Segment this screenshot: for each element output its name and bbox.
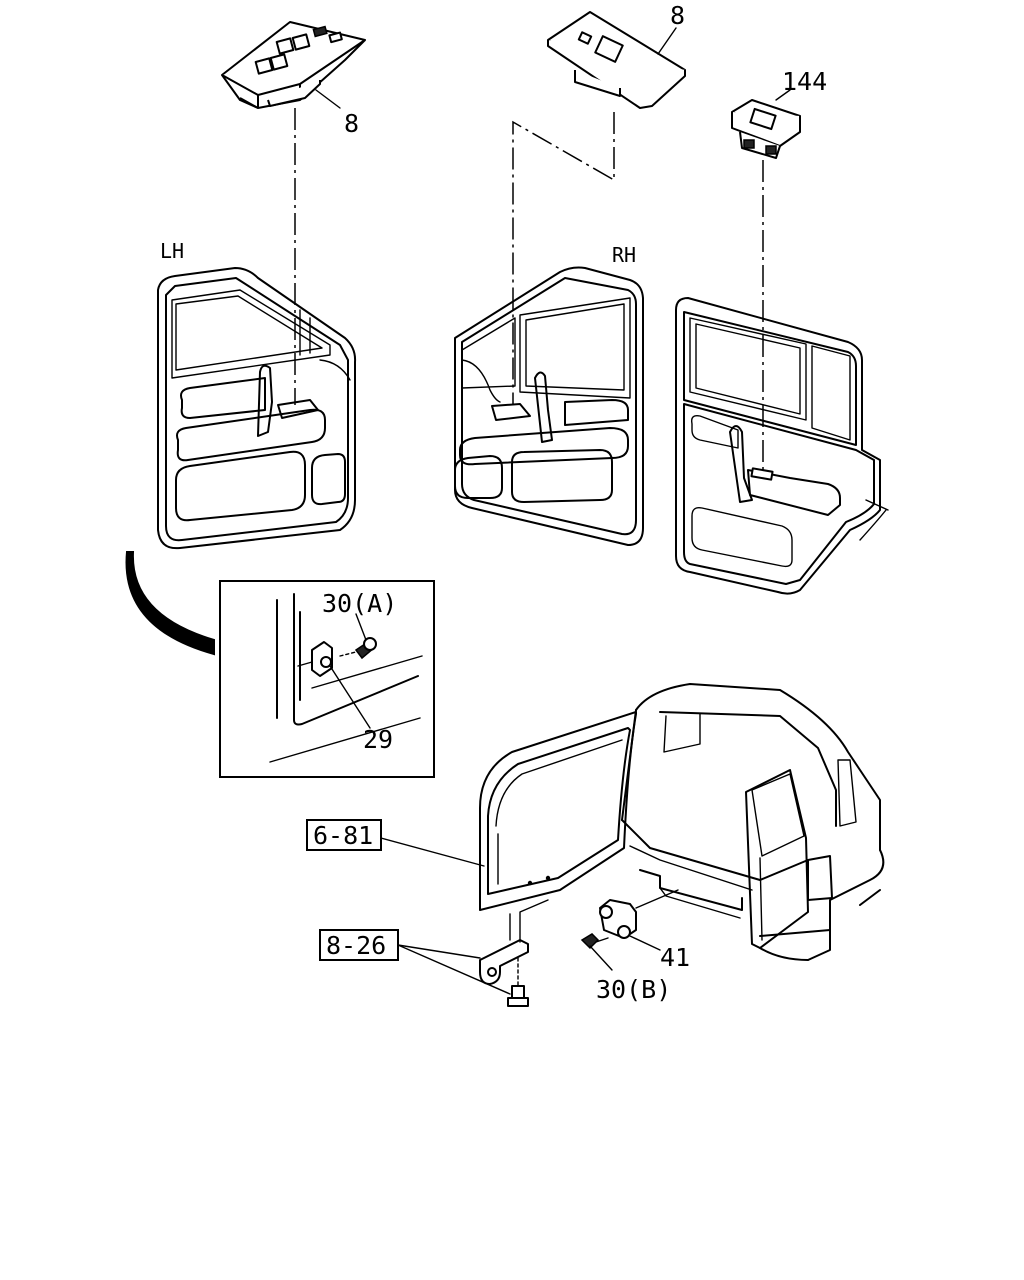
ref-8-26[interactable]: 8-26 bbox=[326, 931, 386, 960]
hinge-bracket bbox=[479, 899, 549, 985]
leader-8-26-bolt bbox=[397, 944, 511, 995]
callout-8-left: 8 bbox=[344, 109, 359, 138]
leader-8-26-bracket bbox=[397, 944, 481, 959]
rh-label: RH bbox=[612, 243, 636, 267]
callout-30a: 30(A) bbox=[322, 589, 397, 618]
callout-144: 144 bbox=[782, 67, 827, 96]
vehicle-rear-open-door bbox=[479, 683, 885, 961]
leader-41 bbox=[629, 935, 661, 951]
leader-6-81 bbox=[380, 837, 485, 867]
rear-door-trim bbox=[675, 297, 889, 595]
door-striker bbox=[599, 889, 679, 939]
leader-29 bbox=[329, 665, 371, 729]
lh-label: LH bbox=[160, 239, 184, 263]
leader-144 bbox=[775, 89, 791, 101]
ref-6-81[interactable]: 6-81 bbox=[313, 821, 373, 850]
callout-41: 41 bbox=[660, 943, 690, 972]
screw-30b bbox=[580, 933, 609, 950]
rear-window-switch bbox=[731, 99, 801, 159]
rh-front-door-trim bbox=[454, 266, 644, 546]
leader-30a bbox=[355, 613, 367, 641]
detail-inset-content bbox=[269, 593, 423, 763]
leader-8-left bbox=[315, 89, 341, 109]
lh-master-window-switch bbox=[221, 21, 366, 109]
detail-inset-box bbox=[219, 580, 435, 778]
callout-29: 29 bbox=[363, 725, 393, 754]
callout-30b: 30(B) bbox=[596, 975, 671, 1004]
ref-box-8-26[interactable] bbox=[319, 929, 399, 961]
callout-8-right: 8 bbox=[670, 1, 685, 30]
detail-pointer-arrow bbox=[125, 551, 215, 656]
hinge-bolt bbox=[507, 957, 529, 1007]
rh-window-switch bbox=[547, 11, 686, 109]
ref-box-6-81[interactable] bbox=[306, 819, 382, 851]
leader-8-right bbox=[657, 27, 677, 55]
guide-line-rh bbox=[512, 112, 615, 405]
leader-30b bbox=[589, 945, 613, 971]
lh-front-door-trim bbox=[157, 267, 357, 550]
